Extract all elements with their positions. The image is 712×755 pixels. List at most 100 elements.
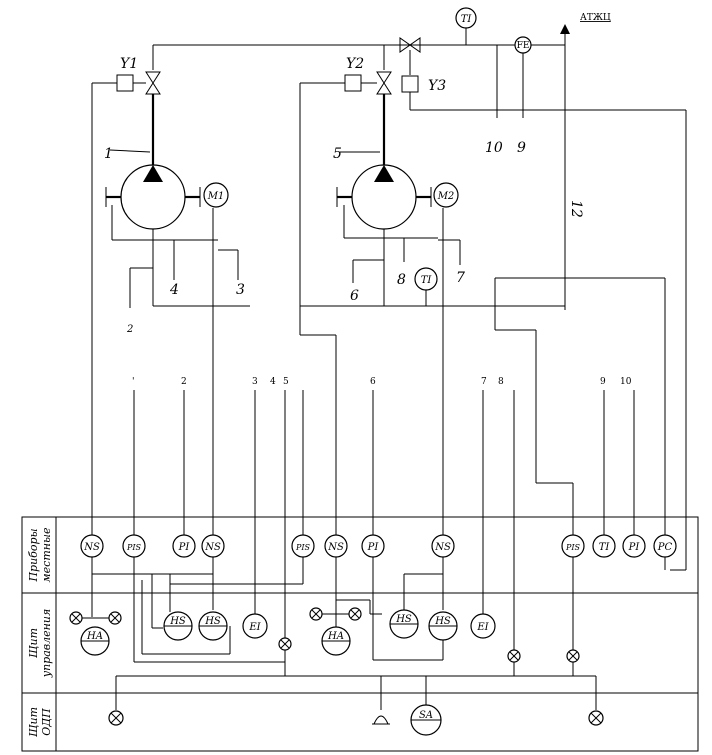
ns-4: NS <box>431 534 455 558</box>
local-instruments: NS PIS PI NS PIS NS PI NS PIS TI PI PC <box>80 534 677 570</box>
svg-text:Y1: Y1 <box>120 56 138 72</box>
svg-text:PI: PI <box>178 542 191 553</box>
svg-text:2: 2 <box>181 377 187 387</box>
odp-lamp-left <box>108 710 124 726</box>
svg-text:NS: NS <box>434 542 451 553</box>
svg-text:PI: PI <box>367 542 380 553</box>
valve-y2: Y2 <box>300 56 392 95</box>
svg-text:Y2: Y2 <box>346 56 364 72</box>
svg-text:NS: NS <box>83 542 100 553</box>
svg-text:Приборы: Приборы <box>27 528 40 582</box>
zone-label-panel: Щит управления <box>27 609 53 679</box>
odp-lamp-right <box>588 710 604 726</box>
svg-text:ОДП: ОДП <box>40 708 53 736</box>
lamp-ha2-right <box>348 607 362 621</box>
panel-devices: HA HS HS EI HA HS HS EI <box>69 607 580 663</box>
ha-1: HA <box>80 626 110 656</box>
svg-text:4: 4 <box>169 282 179 298</box>
ns-1: NS <box>80 534 104 558</box>
svg-text:HS: HS <box>434 616 451 627</box>
lamp-ha1-right <box>108 611 122 625</box>
lamp-ha1-left <box>69 611 83 625</box>
pis-2: PIS <box>291 534 315 558</box>
lamp-pis3 <box>566 649 580 663</box>
svg-text:9: 9 <box>600 377 606 387</box>
svg-text:M2: M2 <box>437 191 455 202</box>
svg-text:PC: PC <box>657 542 673 553</box>
lamp-8 <box>507 649 521 663</box>
ti-top-instrument: TI <box>455 7 477 45</box>
panel-wiring <box>91 557 597 710</box>
svg-text:10: 10 <box>485 140 503 156</box>
main-piping <box>111 24 570 310</box>
ei-2: EI <box>470 613 496 639</box>
ti-mid-instrument: TI <box>414 267 438 306</box>
pc: PC <box>653 534 677 558</box>
svg-text:HS: HS <box>169 616 186 627</box>
svg-text:5: 5 <box>333 146 342 162</box>
svg-text:9: 9 <box>517 140 526 156</box>
svg-text:FE: FE <box>517 41 530 51</box>
hs-1: HS <box>163 611 193 641</box>
ti-local: TI <box>592 534 616 558</box>
zone-label-odp: Щит ОДП <box>27 707 53 737</box>
svg-text:Щит: Щит <box>27 628 40 658</box>
pi-3: PI <box>622 534 646 558</box>
top-label: АТЖЦ <box>580 13 611 23</box>
svg-text:8: 8 <box>397 272 406 288</box>
pis-3: PIS <box>561 534 585 558</box>
svg-text:TI: TI <box>599 542 611 553</box>
hs-3: HS <box>389 609 419 639</box>
svg-text:7: 7 <box>456 270 465 286</box>
svg-text:10: 10 <box>620 377 632 387</box>
svg-text:HA: HA <box>327 631 344 642</box>
svg-text:5: 5 <box>283 377 289 387</box>
svg-text:': ' <box>132 377 134 387</box>
pump-2: 5 M2 <box>333 146 459 230</box>
pi-2: PI <box>361 534 385 558</box>
ha-2: HA <box>321 626 351 656</box>
svg-text:HS: HS <box>395 614 412 625</box>
svg-text:PIS: PIS <box>565 543 581 552</box>
pi-1: PI <box>172 534 196 558</box>
zone-label-local: Приборы местные <box>27 527 53 582</box>
lamp-ha2-left <box>309 607 323 621</box>
svg-text:EI: EI <box>248 622 261 633</box>
svg-text:EI: EI <box>476 622 489 633</box>
svg-text:HA: HA <box>86 631 103 642</box>
svg-text:4: 4 <box>270 377 276 387</box>
lamp-4 <box>278 637 292 651</box>
valve-y1: Y1 <box>92 56 161 95</box>
svg-text:SA: SA <box>419 710 433 721</box>
svg-text:3: 3 <box>236 282 245 298</box>
svg-text:HS: HS <box>204 616 221 627</box>
svg-text:2: 2 <box>126 324 133 335</box>
svg-text:местные: местные <box>40 527 53 582</box>
svg-text:M1: M1 <box>207 191 225 202</box>
svg-text:PI: PI <box>628 542 641 553</box>
svg-text:8: 8 <box>498 377 504 387</box>
hs-4: HS <box>428 611 458 641</box>
ei-1: EI <box>242 613 268 639</box>
hs-2: HS <box>198 611 228 641</box>
pump-1: 1 M1 <box>104 146 229 230</box>
svg-text:управления: управления <box>40 609 53 679</box>
odp-horn-icon <box>372 715 390 725</box>
ns-2: NS <box>201 534 225 558</box>
ns-3: NS <box>324 534 348 558</box>
svg-text:Щит: Щит <box>27 707 40 737</box>
svg-text:PIS: PIS <box>295 543 311 552</box>
svg-text:TI: TI <box>421 275 433 286</box>
line-numbers: ' 2 3 4 5 6 7 8 9 10 <box>132 377 632 387</box>
svg-text:NS: NS <box>204 542 221 553</box>
valve-y3: Y3 <box>399 37 686 111</box>
svg-text:PIS: PIS <box>126 543 142 552</box>
svg-text:7: 7 <box>481 377 487 387</box>
fe-instrument: FE <box>514 36 532 54</box>
svg-text:Y3: Y3 <box>428 78 446 94</box>
svg-text:6: 6 <box>350 288 359 304</box>
svg-text:NS: NS <box>327 542 344 553</box>
svg-text:1: 1 <box>104 146 113 162</box>
svg-text:3: 3 <box>252 377 258 387</box>
